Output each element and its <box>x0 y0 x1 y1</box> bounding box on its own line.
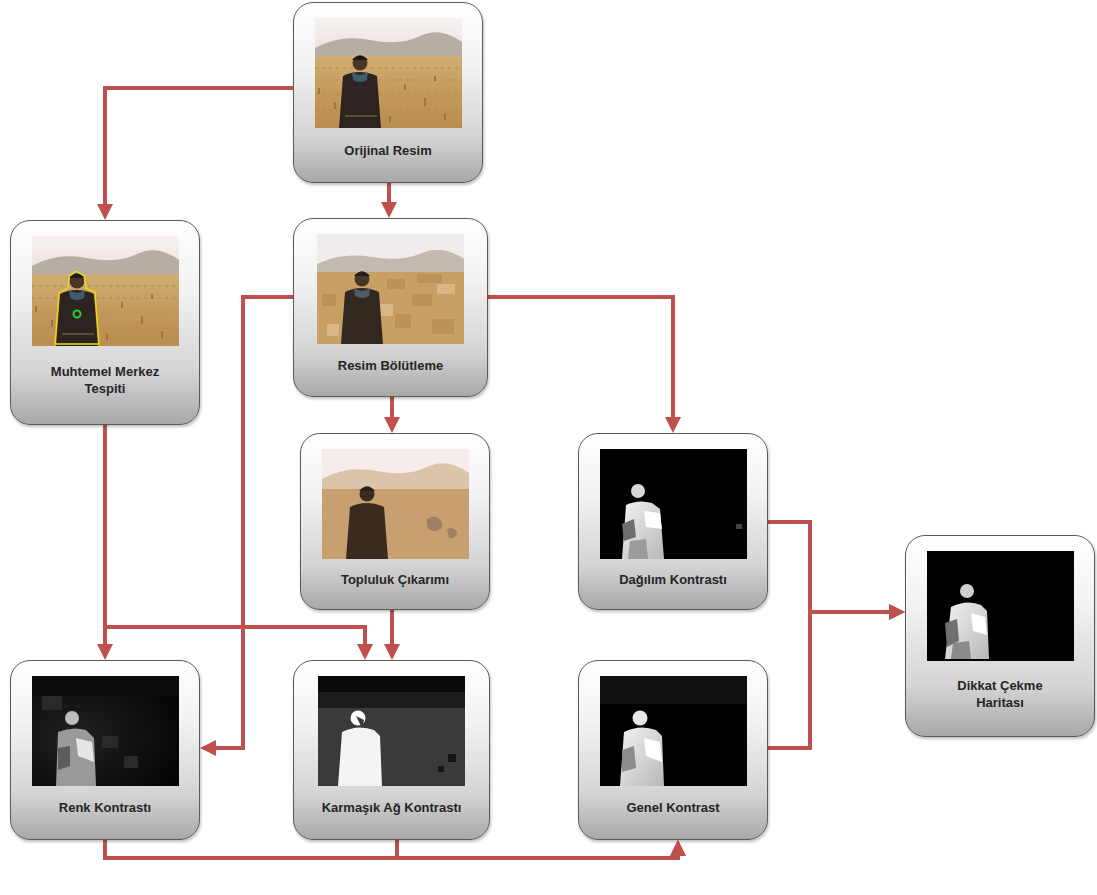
label-area: Karmaşık Ağ Kontrastı <box>322 786 462 831</box>
image-thumbnail <box>322 449 469 559</box>
process-box: Karmaşık Ağ Kontrastı <box>293 660 490 840</box>
box-label: Genel Kontrast <box>626 800 719 817</box>
label-area: Resim Bölütleme <box>338 344 443 388</box>
flow-arrow <box>208 297 293 748</box>
image-content <box>32 676 179 786</box>
image-thumbnail <box>927 551 1074 661</box>
process-box: Orijinal Resim <box>293 2 483 183</box>
label-area: Topluluk Çıkarımı <box>341 559 449 601</box>
flow-arrow <box>768 612 897 748</box>
image-content <box>315 18 462 128</box>
flow-arrow <box>397 840 678 858</box>
flow-arrow <box>387 183 391 210</box>
flow-arrow <box>768 522 897 612</box>
image-content <box>600 676 747 786</box>
box-label: Muhtemel Merkez Tespiti <box>40 364 170 398</box>
image-content <box>317 234 464 344</box>
label-area: Dağılım Kontrastı <box>619 559 727 601</box>
image-thumbnail <box>600 449 747 559</box>
process-box: Genel Kontrast <box>578 660 768 840</box>
box-label: Dikkat Çekme Haritası <box>940 678 1060 712</box>
process-box: Resim Bölütleme <box>293 218 488 397</box>
flow-arrow <box>390 397 394 425</box>
image-thumbnail <box>315 18 462 128</box>
image-thumbnail <box>318 676 465 786</box>
image-thumbnail <box>32 236 179 346</box>
flow-arrow <box>488 297 673 425</box>
label-area: Genel Kontrast <box>626 786 719 831</box>
flow-arrow <box>105 88 293 212</box>
box-label: Topluluk Çıkarımı <box>341 572 449 589</box>
image-thumbnail <box>32 676 179 786</box>
process-box: Renk Kontrastı <box>10 660 200 840</box>
image-content <box>322 449 469 559</box>
process-box: Muhtemel Merkez Tespiti <box>10 220 200 425</box>
image-content <box>927 551 1074 661</box>
process-box: Dikkat Çekme Haritası <box>905 535 1095 737</box>
box-label: Resim Bölütleme <box>338 358 443 375</box>
label-area: Muhtemel Merkez Tespiti <box>40 346 170 416</box>
flow-arrow <box>390 610 394 652</box>
image-content <box>32 236 179 346</box>
box-label: Karmaşık Ağ Kontrastı <box>322 800 462 817</box>
label-area: Renk Kontrastı <box>59 786 151 831</box>
box-label: Renk Kontrastı <box>59 800 151 817</box>
image-thumbnail <box>317 234 464 344</box>
image-content <box>318 676 465 786</box>
box-label: Dağılım Kontrastı <box>619 572 727 589</box>
process-box: Dağılım Kontrastı <box>578 433 768 610</box>
box-label: Orijinal Resim <box>344 143 431 160</box>
image-thumbnail <box>600 676 747 786</box>
label-area: Orijinal Resim <box>344 128 431 174</box>
process-box: Topluluk Çıkarımı <box>300 433 490 610</box>
label-area: Dikkat Çekme Haritası <box>940 661 1060 728</box>
image-content <box>600 449 747 559</box>
flow-arrow <box>105 840 678 858</box>
